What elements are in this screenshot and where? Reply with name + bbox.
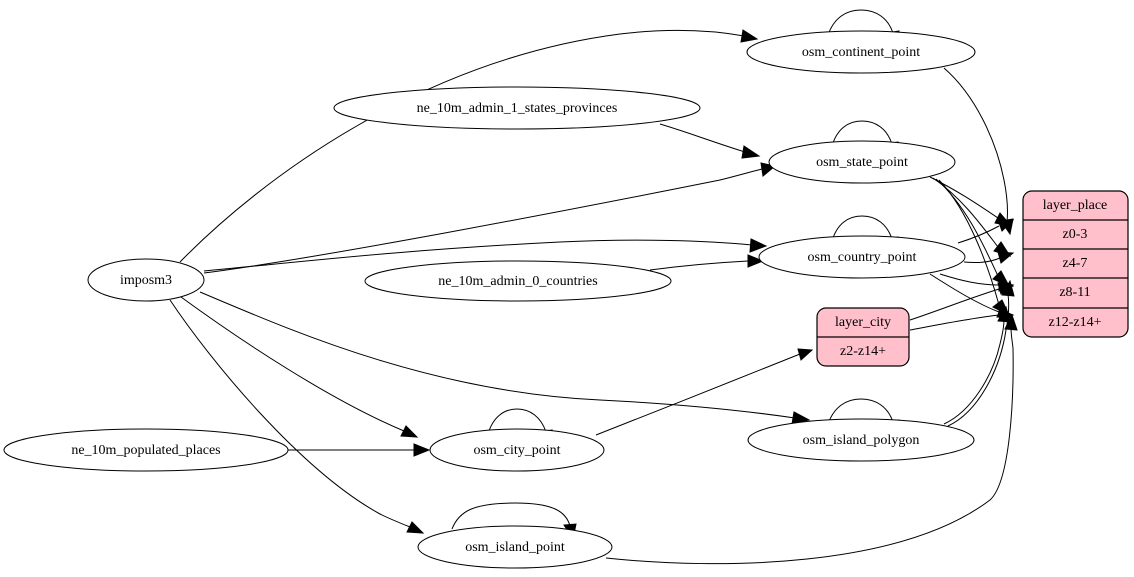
node-ne_10m_admin_1_states_provinces-label: ne_10m_admin_1_states_provinces bbox=[417, 101, 618, 116]
node-osm_city_point[interactable]: osm_city_point bbox=[429, 428, 605, 472]
node-osm_state_point-shape[interactable] bbox=[768, 140, 956, 184]
node-ne_10m_admin_1_states_provinces-shape[interactable] bbox=[333, 86, 701, 130]
edge-osm_city_point-to-layer_city-z2_z14 bbox=[595, 348, 814, 436]
node-osm_island_polygon[interactable]: osm_island_polygon bbox=[747, 418, 975, 462]
node-ne_10m_populated_places-shape[interactable] bbox=[3, 428, 289, 472]
record-row-layer_place-z12-z14[interactable]: z12-z14+ bbox=[1049, 315, 1102, 330]
edge-osm_island_point-to-layer_place-z12_z14 bbox=[605, 313, 1018, 565]
edge-osm_island_polygon-to-layer_place-z8_11 bbox=[947, 279, 1015, 427]
node-osm_island_polygon-label: osm_island_polygon bbox=[803, 433, 920, 448]
edge-imposm3-to-osm_continent_point bbox=[179, 29, 759, 263]
edge-osm_country_point-to-layer_place-z4_7 bbox=[963, 251, 1015, 264]
edge-osm_country_point-to-layer_place-z0_3 bbox=[957, 219, 1015, 244]
edge-imposm3-to-osm_city_point bbox=[180, 296, 419, 438]
node-osm_island_point-label: osm_island_point bbox=[465, 540, 565, 555]
edge-osm_island_polygon-to-layer_place-z12_z14 bbox=[943, 305, 1011, 425]
node-osm_island_polygon-shape[interactable] bbox=[747, 418, 975, 462]
node-layer: imposm3 ne_10m_admin_1_states_provinces … bbox=[3, 30, 976, 569]
record-node-layer_place[interactable]: layer_place z0-3 z4-7 z8-11 z12-z14+ bbox=[1022, 190, 1129, 338]
node-osm_country_point-shape[interactable] bbox=[758, 235, 966, 279]
record-node-layer_place-body[interactable] bbox=[1022, 190, 1129, 338]
node-osm_continent_point-label: osm_continent_point bbox=[802, 45, 920, 60]
node-ne_10m_admin_0_countries-label: ne_10m_admin_0_countries bbox=[438, 274, 597, 289]
node-ne_10m_populated_places[interactable]: ne_10m_populated_places bbox=[3, 428, 289, 472]
node-ne_10m_admin_0_countries[interactable]: ne_10m_admin_0_countries bbox=[364, 260, 672, 302]
node-imposm3[interactable]: imposm3 bbox=[87, 258, 205, 302]
edge-imposm3-to-osm_island_polygon bbox=[199, 291, 811, 425]
edge-imposm3-to-osm_state_point bbox=[203, 162, 777, 274]
node-osm_city_point-shape[interactable] bbox=[429, 428, 605, 472]
edge-osm_continent_point-to-layer_place-z0_3 bbox=[943, 67, 1014, 236]
record-row-layer_place-title: layer_place bbox=[1043, 198, 1108, 213]
node-imposm3-label: imposm3 bbox=[120, 273, 172, 288]
node-osm_state_point[interactable]: osm_state_point bbox=[768, 140, 956, 184]
node-osm_country_point[interactable]: osm_country_point bbox=[758, 235, 966, 279]
node-imposm3-shape[interactable] bbox=[87, 258, 205, 302]
node-osm_continent_point[interactable]: osm_continent_point bbox=[746, 30, 976, 74]
node-ne_10m_admin_0_countries-shape[interactable] bbox=[364, 260, 672, 302]
edge-ne_populated-to-osm_city_point bbox=[288, 443, 431, 457]
node-ne_10m_admin_1_states_provinces[interactable]: ne_10m_admin_1_states_provinces bbox=[333, 86, 701, 130]
record-node-layer_city[interactable]: layer_city z2-z14+ bbox=[816, 307, 910, 367]
record-row-layer_place-z8-11[interactable]: z8-11 bbox=[1059, 285, 1090, 300]
edge-imposm3-to-osm_island_point bbox=[169, 299, 425, 534]
node-osm_island_point-shape[interactable] bbox=[417, 525, 613, 569]
node-osm_continent_point-shape[interactable] bbox=[746, 30, 976, 74]
node-osm_island_point[interactable]: osm_island_point bbox=[417, 525, 613, 569]
edge-ne_states-to-osm_state_point bbox=[659, 123, 761, 159]
record-row-layer_city-title: layer_city bbox=[835, 315, 891, 330]
record-row-layer_city-z2-z14[interactable]: z2-z14+ bbox=[840, 344, 886, 359]
edge-layer_city-to-layer_place-z12_z14 bbox=[909, 308, 1015, 331]
record-row-layer_place-z4-7[interactable]: z4-7 bbox=[1063, 256, 1088, 271]
node-osm_country_point-label: osm_country_point bbox=[808, 250, 917, 265]
edge-imposm3-to-osm_country_point bbox=[203, 238, 768, 272]
node-osm_city_point-label: osm_city_point bbox=[473, 443, 560, 458]
node-osm_state_point-label: osm_state_point bbox=[816, 155, 908, 170]
node-ne_10m_populated_places-label: ne_10m_populated_places bbox=[71, 443, 220, 458]
edge-ne_countries-to-osm_country_point bbox=[649, 254, 765, 271]
record-row-layer_place-z0-3[interactable]: z0-3 bbox=[1063, 227, 1088, 242]
